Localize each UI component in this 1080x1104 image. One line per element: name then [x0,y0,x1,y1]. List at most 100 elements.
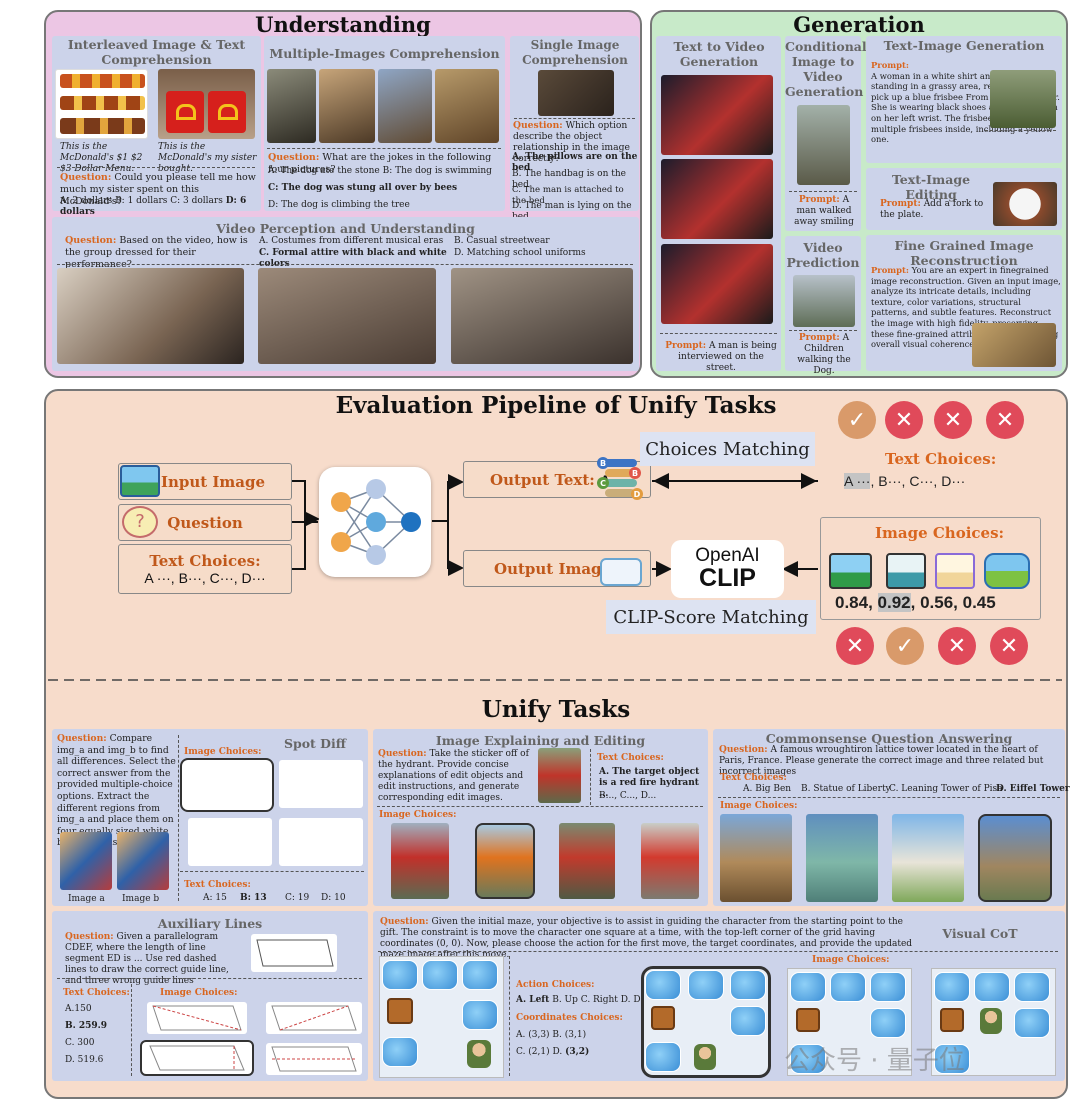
video-option-b: B. Casual streetwear [454,236,550,246]
statue-of-liberty-image [806,814,878,902]
hydrant-input-image [538,748,581,803]
interleaved-caption-right: This is the McDonald's my sister bought. [158,142,257,174]
interleaved-title: Interleaved Image & Text Comprehension [67,37,246,67]
aux-choice-4 [266,1043,362,1075]
commonsense-text-choices-label: Text Choices: [720,773,787,783]
unify-title: Unify Tasks [481,696,631,723]
auxiliary-question: Question: Given a parallelogram CDEF, wh… [65,932,229,986]
video-option-d: D. Matching school uniforms [454,248,586,258]
interleaved-options: A: 2 dollars B: 1 dollars C: 3 dollars D… [60,196,247,217]
pipeline-arrows [48,473,1062,681]
edit-image [993,182,1057,226]
image-choices-label: Image Choices: [875,524,1005,542]
coordinates-choices-label: Coordinates Choices: [516,1013,623,1023]
eiffel-tower-image [978,814,1052,902]
fine-prompt: Prompt: You are an expert in finegrained… [871,265,1061,350]
gift-icon [651,1006,675,1030]
spot-image-b [117,832,169,890]
hydrant-choice-2 [475,823,535,899]
spot-choice-d: D: 10 [321,893,346,903]
watermark: 公众号 · 量子位 [784,1046,965,1076]
question-icon: ? [122,506,158,538]
spot-choice-4 [279,818,363,866]
single-option-c: C. The man is attached to the bed [512,185,624,206]
coordinates-choices-ab: A. (3,3) B. (3,1) [516,1030,587,1040]
spot-image-b-label: Image b [122,894,160,904]
text-choices-box: Text Choices: A ···, B···, C···, D··· [118,544,292,594]
image-explaining-question: Question: Take the sticker off of the hy… [378,749,529,803]
auxiliary-choice-b: B. 259.9 [65,1021,108,1031]
image-choice-4-icon [984,553,1030,589]
cond-image [797,105,850,185]
hydrant-choice-1 [391,823,449,899]
image-output-icon [600,558,642,586]
dog-image-1 [267,69,316,143]
text-choices-values: A ···, B···, C···, D··· [844,473,966,489]
explaining-text-choices-label: Text Choices: [597,753,664,763]
single-option-b: B. The handbag is on the bed [512,169,626,190]
aux-choice-1 [147,1002,247,1034]
multi-option-ab: A: The dog ate the stone B: The dog is s… [268,166,492,176]
image-icon [120,465,160,497]
aux-choice-2 [266,1002,362,1034]
svg-text:B: B [600,459,606,468]
svg-text:C: C [600,479,606,488]
interleaved-question: Question: Could you please tell me how m… [60,172,256,207]
image-choice-3-icon [935,553,975,589]
svg-text:D: D [634,490,641,499]
parallelogram-input [251,934,337,972]
spot-text-choices-label: Text Choices: [184,880,251,890]
spot-choice-3 [188,818,272,866]
explaining-image-choices-label: Image Choices: [379,810,457,820]
multi-image-title: Multiple-Images Comprehension [269,46,500,61]
neural-network-icon [319,467,431,577]
clip-scores: 0.84, 0.92, 0.56, 0.45 [835,593,996,612]
aux-choice-3 [140,1040,254,1076]
multi-option-d: D: The dog is climbing the tree [268,200,410,210]
commonsense-choice-a: A. Big Ben [743,784,792,794]
correct-icon: ✓ [886,627,924,665]
video-option-a: A. Costumes from different musical eras [259,236,444,246]
spot-choice-b: B: 13 [240,893,267,903]
choices-matching-label: Choices Matching [640,432,815,466]
auxiliary-lines-title: Auxiliary Lines [157,916,263,931]
svg-text:B: B [632,469,638,478]
character-icon [980,1008,1002,1034]
t2v-frame-2 [661,159,773,239]
action-choices: A. Left B. Up C. Right D. Down [516,995,660,1005]
menu-image [55,69,148,139]
explaining-other-choices: B..., C..., D... [599,791,657,801]
wrong-icon: ✕ [990,627,1028,665]
spot-diff-title: Spot Diff [283,736,347,751]
commonsense-choice-c: C. Leaning Tower of Pisa [889,784,1003,794]
auxiliary-image-choices-label: Image Choices: [160,988,238,998]
coordinates-choices-cd: C. (2,1) D. (3,2) [516,1047,590,1057]
pisa-image [892,814,964,902]
multi-question: Question: What are the jokes in the foll… [268,152,492,175]
visual-cot-title: Visual CoT [942,926,1018,941]
commonsense-choice-d: D. Eiffel Tower [996,784,1070,794]
auxiliary-choice-a: A.150 [65,1004,92,1014]
video-frame-2 [258,268,436,364]
explaining-answer: A. The target object is a red fire hydra… [599,767,700,799]
vpred-prompt: Prompt: A Children walking the Dog. [797,333,851,376]
big-ben-image [720,814,792,902]
commonsense-question: Question: A famous wroughtiron lattice t… [719,745,1044,777]
generation-title: Generation [793,12,925,37]
gift-icon [796,1008,820,1032]
wrong-icon: ✕ [938,627,976,665]
clip-score-matching-label: CLIP-Score Matching [606,600,816,634]
wrong-icon: ✕ [934,401,972,439]
wrong-icon: ✕ [836,627,874,665]
edit-prompt: Prompt: Add a fork to the plate. [880,199,984,220]
t2i-title: Text-Image Generation [883,38,1045,53]
single-image-card [510,36,639,211]
spot-image-a-label: Image a [68,894,105,904]
pipeline-title: Evaluation Pipeline of Unify Tasks [335,392,777,419]
image-explaining-title: Image Explaining and Editing [435,733,646,748]
spot-image-a [60,832,112,890]
vpred-image [793,275,855,327]
hydrant-choice-3 [559,823,615,899]
interleaved-caption-left: This is the McDonald's $1 $2 $3 Dollar M… [60,142,143,174]
wrong-icon: ✕ [986,401,1024,439]
